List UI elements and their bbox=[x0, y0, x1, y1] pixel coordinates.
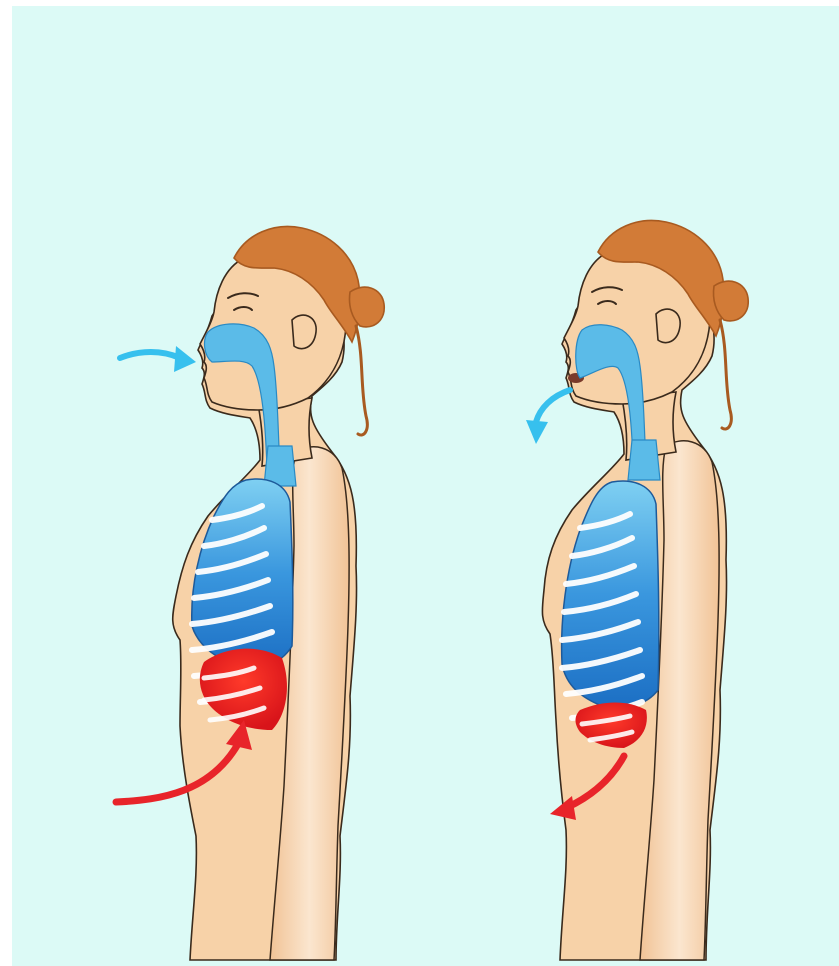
ear bbox=[656, 309, 680, 343]
trachea bbox=[628, 440, 660, 480]
ear bbox=[292, 315, 316, 349]
breathing-illustration bbox=[12, 6, 839, 966]
illustration-svg bbox=[12, 6, 839, 966]
